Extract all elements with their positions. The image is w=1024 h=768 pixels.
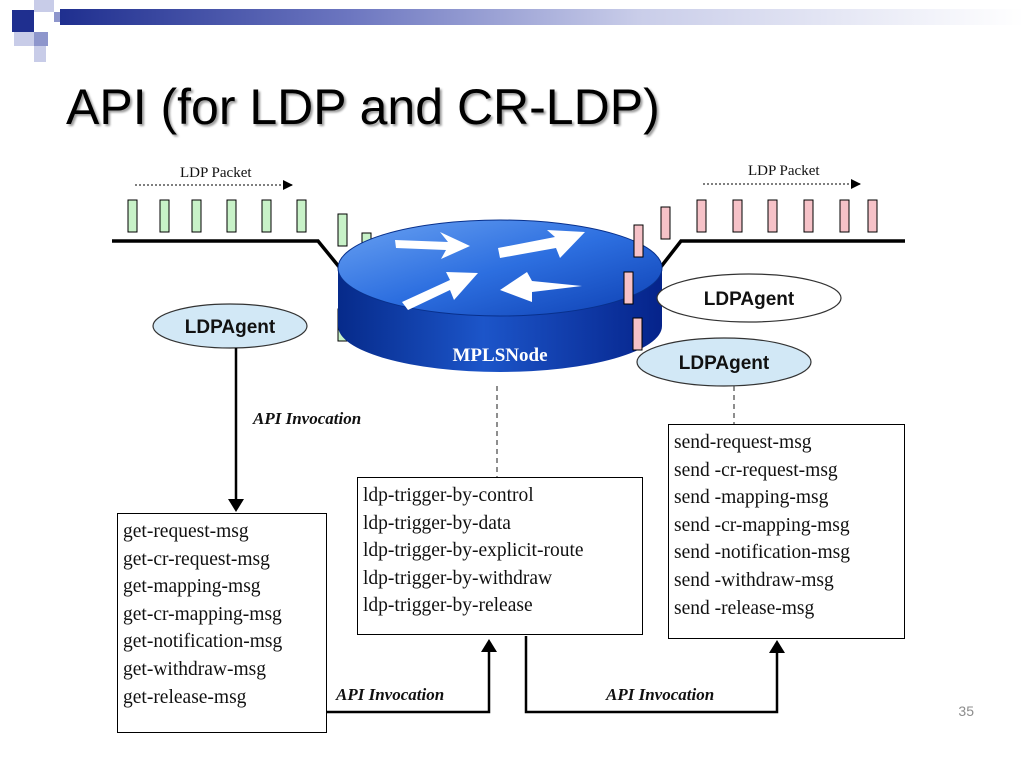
ldp-agent-right-bottom: LDPAgent: [636, 337, 812, 387]
send-method-item: send -release-msg: [674, 597, 815, 619]
trigger-method-item: ldp-trigger-by-data: [363, 512, 511, 534]
ldp-packet-left-label: LDP Packet: [180, 165, 252, 181]
trigger-method-item: ldp-trigger-by-withdraw: [363, 567, 553, 589]
send-methods-box: send-request-msg send -cr-request-msg se…: [668, 424, 905, 639]
send-method-item: send -cr-mapping-msg: [674, 514, 850, 536]
ldp-agent-left-label: LDPAgent: [185, 317, 276, 338]
link-right: [658, 239, 905, 270]
page-number: 35: [958, 703, 974, 719]
send-method-item: send -mapping-msg: [674, 487, 829, 509]
ldp-agent-right-top-label: LDPAgent: [704, 289, 795, 310]
send-method-item: send-request-msg: [674, 432, 812, 453]
get-method-item: get-withdraw-msg: [123, 658, 266, 680]
ldp-packet-right-label: LDP Packet: [748, 163, 820, 179]
get-method-item: get-cr-request-msg: [123, 548, 270, 570]
get-methods-box: get-request-msg get-cr-request-msg get-m…: [117, 513, 327, 733]
router-arrows-icon: [395, 230, 585, 310]
trigger-method-item: ldp-trigger-by-explicit-route: [363, 540, 584, 562]
send-method-item: send -withdraw-msg: [674, 569, 834, 591]
get-method-item: get-mapping-msg: [123, 576, 261, 598]
send-method-item: send -notification-msg: [674, 542, 851, 564]
api-invocation-bottom-left-label: API Invocation: [335, 685, 444, 704]
trigger-methods-box: ldp-trigger-by-control ldp-trigger-by-da…: [357, 477, 643, 635]
link-left: [112, 239, 342, 270]
api-arrow-bottom-right: [524, 636, 779, 714]
api-invocation-left-label: API Invocation: [252, 409, 361, 428]
title-bar: [60, 9, 1024, 25]
ldp-agent-left: LDPAgent: [152, 303, 308, 349]
get-method-item: get-release-msg: [123, 686, 247, 708]
ldp-agent-right-bottom-label: LDPAgent: [679, 353, 770, 374]
packets-outgoing: [623, 199, 878, 351]
mpls-node-label: MPLSNode: [453, 345, 548, 366]
get-method-item: get-cr-mapping-msg: [123, 603, 282, 625]
get-method-item: get-notification-msg: [123, 631, 283, 653]
trigger-method-item: ldp-trigger-by-release: [363, 595, 533, 617]
ldp-agent-right-top: LDPAgent: [656, 273, 842, 323]
get-method-item: get-request-msg: [123, 521, 249, 542]
api-invocation-bottom-right-label: API Invocation: [605, 685, 714, 704]
trigger-method-item: ldp-trigger-by-control: [363, 485, 534, 506]
mpls-node-router: MPLSNode: [337, 219, 663, 372]
slide-title: API (for LDP and CR-LDP): [66, 79, 660, 135]
api-arrow-bottom-left: [326, 648, 491, 714]
send-method-item: send -cr-request-msg: [674, 459, 838, 481]
